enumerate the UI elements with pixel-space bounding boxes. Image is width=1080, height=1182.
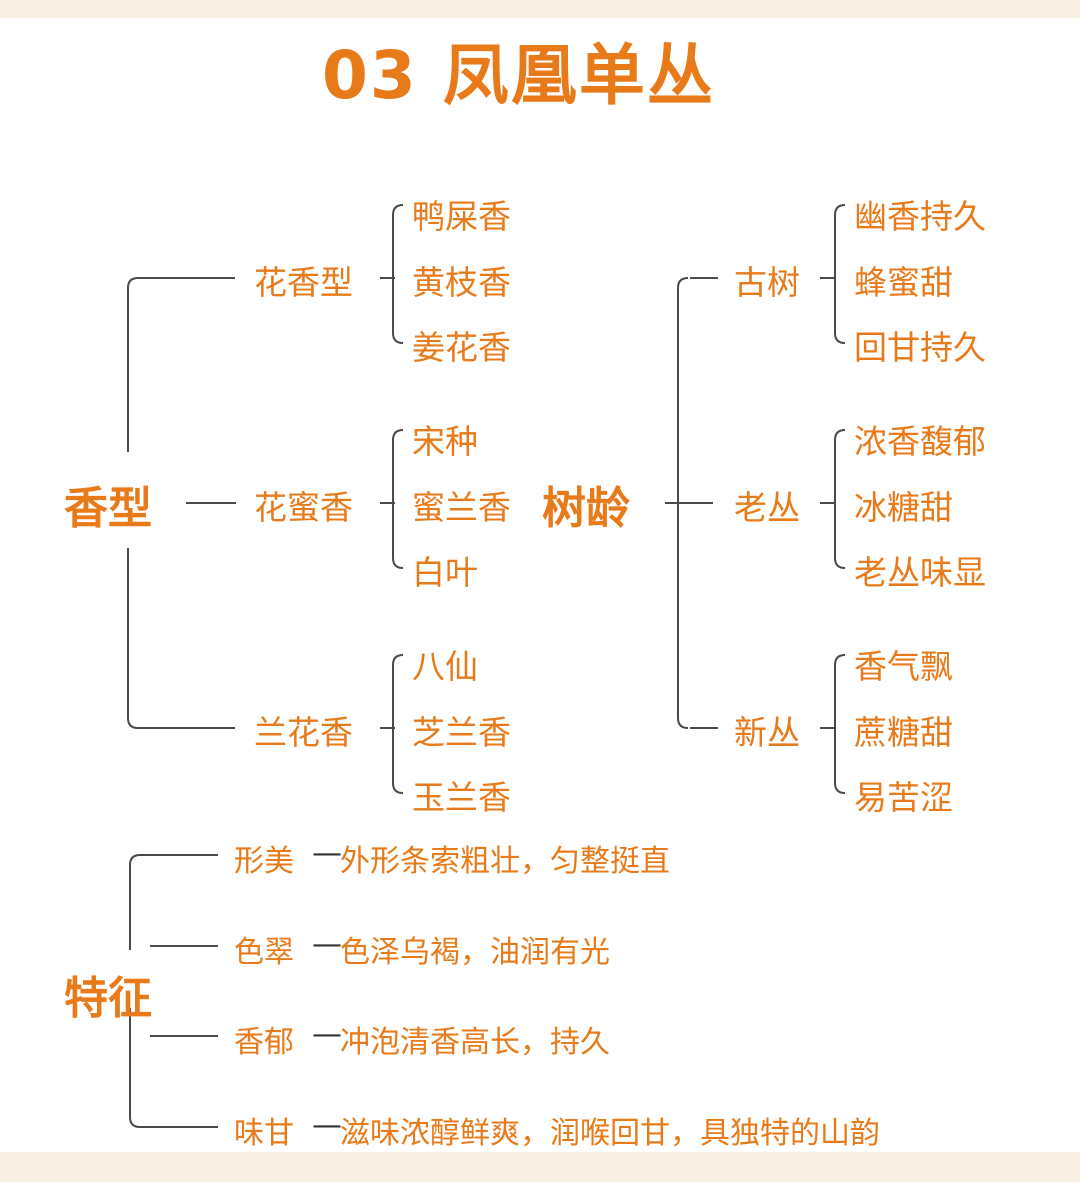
feature-desc: 外形条索粗壮，匀整挺直: [340, 844, 670, 879]
feature-label: 味甘: [234, 1116, 294, 1151]
age-leaf: 蔗糖甜: [854, 713, 953, 752]
root-features: 特征: [64, 973, 152, 1024]
feature-desc: 冲泡清香高长，持久: [340, 1025, 610, 1060]
aroma-group-orchid: 兰花香: [254, 713, 353, 752]
age-group-new: 新丛: [734, 713, 800, 752]
feature-label: 色翠: [234, 935, 294, 970]
aroma-leaf: 芝兰香: [412, 713, 511, 752]
feature-desc: 滋味浓醇鲜爽，润喉回甘，具独特的山韵: [340, 1116, 880, 1151]
aroma-group-honey: 花蜜香: [254, 488, 353, 527]
feature-dash: —: [312, 836, 342, 871]
age-leaf: 蜂蜜甜: [854, 263, 953, 302]
aroma-leaf: 八仙: [412, 647, 478, 686]
bottom-decor-band: [0, 1152, 1080, 1182]
page-title: 03 凤凰单丛: [322, 37, 715, 114]
age-leaf: 易苦涩: [854, 778, 953, 817]
age-leaf: 冰糖甜: [854, 488, 953, 527]
aroma-leaf: 蜜兰香: [412, 488, 511, 527]
aroma-leaf: 玉兰香: [412, 778, 511, 817]
age-leaf: 老丛味显: [854, 553, 986, 592]
aroma-leaf: 黄枝香: [412, 263, 511, 302]
feature-dash: —: [312, 1108, 342, 1143]
aroma-leaf: 宋种: [412, 422, 478, 461]
aroma-leaf: 白叶: [412, 553, 478, 592]
age-leaf: 幽香持久: [854, 197, 986, 236]
feature-label: 形美: [234, 844, 294, 879]
aroma-leaf: 姜花香: [412, 328, 511, 367]
age-leaf: 香气飘: [854, 647, 953, 686]
feature-desc: 色泽乌褐，油润有光: [340, 935, 610, 970]
age-leaf: 浓香馥郁: [854, 422, 986, 461]
root-tree-age: 树龄: [542, 483, 630, 534]
feature-label: 香郁: [234, 1025, 294, 1060]
top-decor-band: [0, 0, 1080, 18]
aroma-group-floral: 花香型: [254, 263, 353, 302]
feature-dash: —: [312, 1017, 342, 1052]
feature-dash: —: [312, 927, 342, 962]
age-group-ancient: 古树: [734, 263, 800, 302]
age-group-old: 老丛: [734, 488, 800, 527]
root-aroma-type: 香型: [64, 483, 152, 534]
aroma-leaf: 鸭屎香: [412, 197, 511, 236]
age-leaf: 回甘持久: [854, 328, 986, 367]
